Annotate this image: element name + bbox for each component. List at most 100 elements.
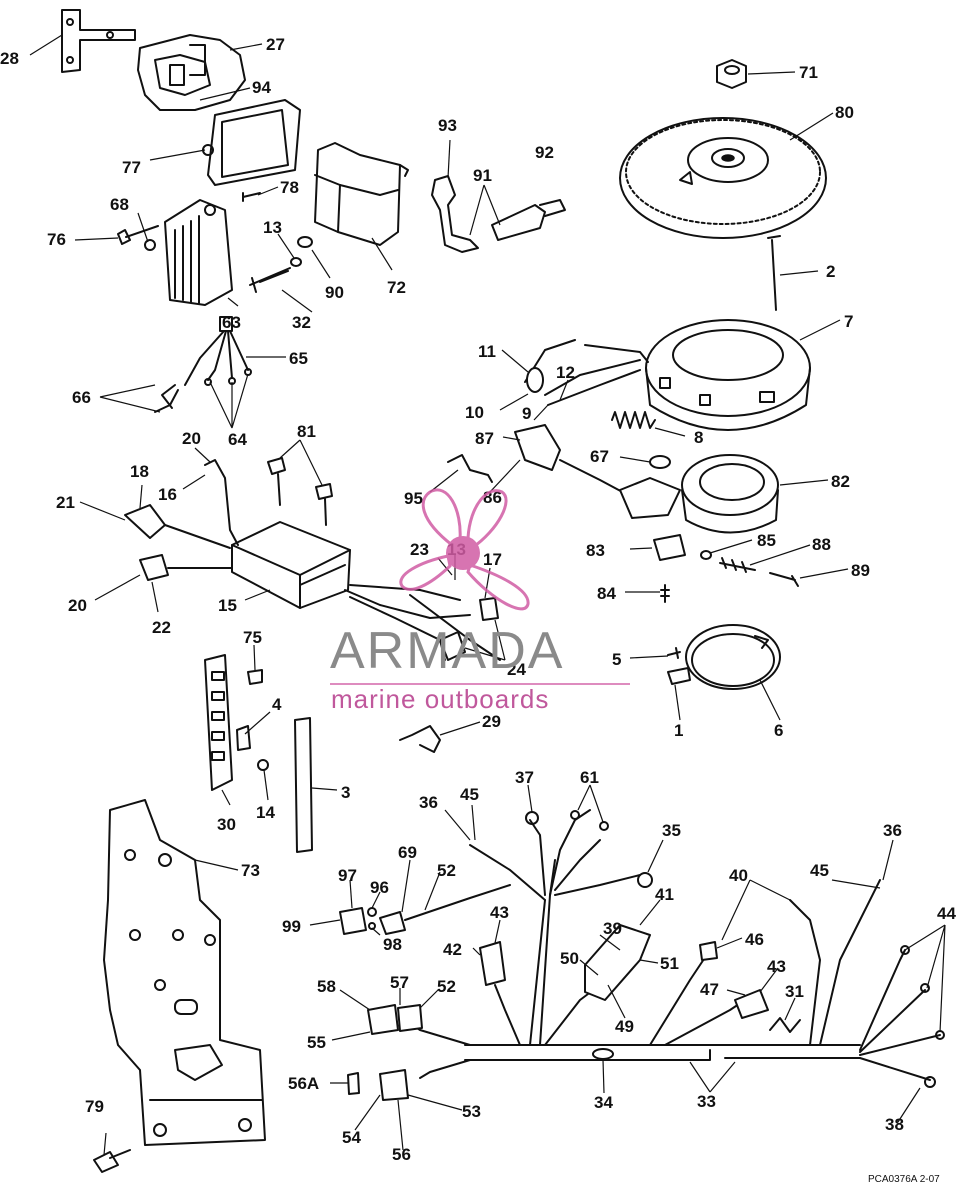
- callout-10: 10: [465, 403, 484, 422]
- part-84-pin: [660, 584, 670, 603]
- part-24-pack-harness: [344, 584, 501, 661]
- callout-56: 56: [392, 1145, 411, 1164]
- callout-5: 5: [612, 650, 621, 669]
- part-73-base-plate: [103, 799, 266, 1146]
- callout-23: 23: [410, 540, 429, 559]
- callout-30: 30: [217, 815, 236, 834]
- callout-28: 28: [0, 49, 19, 68]
- callout-91: 91: [473, 166, 492, 185]
- callout-99: 99: [282, 917, 301, 936]
- callout-44: 44: [937, 904, 956, 923]
- callout-89: 89: [851, 561, 870, 580]
- callout-96: 96: [370, 878, 389, 897]
- callout-87: 87: [475, 429, 494, 448]
- callout-92: 92: [535, 143, 554, 162]
- callout-13: 13: [263, 218, 282, 237]
- part-64-66-terminals: [154, 316, 252, 413]
- part-harness-connectors: [347, 810, 945, 1101]
- callout-58: 58: [317, 977, 336, 996]
- callout-11: 11: [478, 342, 496, 361]
- callout-83: 83: [586, 541, 605, 560]
- part-7-stator: [645, 319, 811, 431]
- callout-8: 8: [694, 428, 703, 447]
- callout-43-right: 43: [767, 957, 786, 976]
- callout-38: 38: [885, 1115, 904, 1134]
- callout-71: 71: [799, 63, 818, 82]
- part-90-washer: [297, 236, 313, 248]
- callout-68: 68: [110, 195, 129, 214]
- callout-1: 1: [674, 721, 683, 740]
- callout-47: 47: [700, 980, 719, 999]
- callout-61: 61: [580, 768, 599, 787]
- callout-53: 53: [462, 1102, 481, 1121]
- callout-82: 82: [831, 472, 850, 491]
- callout-36: 36: [419, 793, 438, 812]
- part-78-screw: [242, 192, 261, 202]
- callout-14: 14: [256, 803, 275, 822]
- callout-81: 81: [297, 422, 316, 441]
- callout-56A: 56A: [288, 1074, 319, 1093]
- part-71-nut: [716, 59, 747, 89]
- callout-98: 98: [383, 935, 402, 954]
- part-80-flywheel: [619, 117, 827, 239]
- callout-65: 65: [289, 349, 308, 368]
- part-81-bolts: [267, 457, 333, 526]
- part-86-87-connector: [514, 424, 629, 496]
- callout-88: 88: [812, 535, 831, 554]
- callout-54: 54: [342, 1128, 361, 1147]
- callout-78: 78: [280, 178, 299, 197]
- callout-4: 4: [272, 695, 282, 714]
- callout-17: 17: [483, 550, 502, 569]
- callout-69: 69: [398, 843, 417, 862]
- callout-2: 2: [826, 262, 835, 281]
- callout-84: 84: [597, 584, 616, 603]
- callout-45-right: 45: [810, 861, 829, 880]
- callout-32: 32: [292, 313, 311, 332]
- callout-40: 40: [729, 866, 748, 885]
- callout-95: 95: [404, 489, 423, 508]
- callout-90: 90: [325, 283, 344, 302]
- part-91-93-plug-caps: [431, 175, 566, 253]
- part-76-bolt: [117, 225, 159, 245]
- callout-20: 20: [182, 429, 201, 448]
- callout-37: 37: [515, 768, 534, 787]
- callout-72: 72: [387, 278, 406, 297]
- part-32-screw: [249, 267, 291, 293]
- callout-15: 15: [218, 596, 237, 615]
- part-28-bracket: [61, 9, 136, 73]
- callout-7: 7: [844, 312, 853, 331]
- parts-drawing: [61, 9, 945, 1173]
- part-72-coil: [314, 142, 409, 246]
- part-8-spring: [611, 411, 656, 429]
- part-5-screw: [667, 647, 681, 659]
- part-27-mount: [137, 34, 246, 111]
- callout-57: 57: [390, 973, 409, 992]
- callout-77: 77: [122, 158, 141, 177]
- part-75-screw: [247, 669, 263, 685]
- part-3-strip: [294, 717, 313, 853]
- part-14-screw: [257, 759, 269, 771]
- part-6-ring: [685, 624, 781, 690]
- leader-lines: [29, 34, 946, 1156]
- propeller-icon: [399, 488, 530, 611]
- callout-50: 50: [560, 949, 579, 968]
- callout-33: 33: [697, 1092, 716, 1111]
- callout-85: 85: [757, 531, 776, 550]
- callout-94: 94: [252, 78, 271, 97]
- callout-42: 42: [443, 940, 462, 959]
- part-34-main-harness: [404, 809, 941, 1081]
- callout-76: 76: [47, 230, 66, 249]
- callout-64: 64: [228, 430, 247, 449]
- callout-93: 93: [438, 116, 457, 135]
- part-79-bolt: [93, 1149, 131, 1173]
- part-77-plate: [202, 99, 301, 186]
- callout-34: 34: [594, 1093, 613, 1112]
- part-15-power-pack: [231, 521, 351, 609]
- callout-36-right: 36: [883, 821, 902, 840]
- part-9-12-wires: [524, 339, 649, 406]
- callout-43: 43: [490, 903, 509, 922]
- part-96-99-connector: [339, 907, 377, 935]
- callout-21: 21: [56, 493, 75, 512]
- callout-63: 63: [222, 313, 241, 332]
